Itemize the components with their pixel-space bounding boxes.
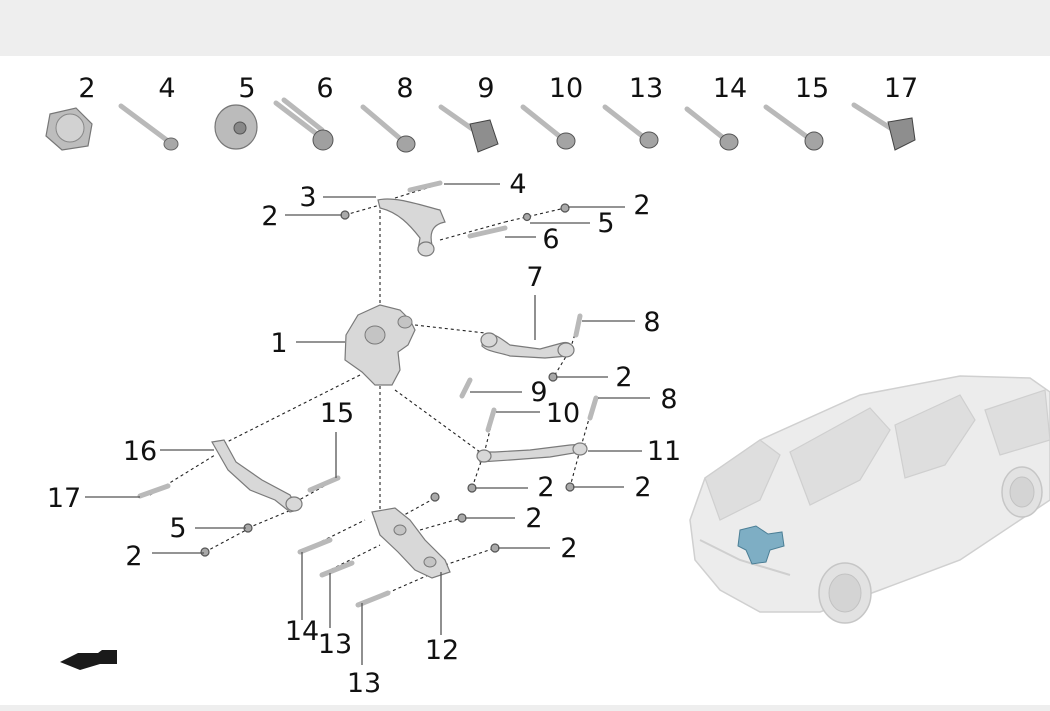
legend-label-4: 4 [158, 73, 175, 104]
legend-label-10: 10 [549, 73, 583, 104]
long-bolt-icon [684, 106, 739, 151]
callout-9: 9 [530, 377, 547, 408]
fastener-set [137, 180, 599, 608]
upper-control-arm [377, 198, 446, 257]
callout-4: 4 [509, 169, 526, 200]
callout-5: 5 [169, 513, 186, 544]
callout-6: 6 [542, 224, 559, 255]
callout-2: 2 [634, 472, 651, 503]
legend-label-14: 14 [713, 73, 747, 104]
callout-12: 12 [425, 635, 459, 666]
direction-arrow-icon [60, 650, 117, 670]
callout-13: 13 [347, 668, 381, 699]
plate-bolt-icon [438, 104, 499, 153]
callout-2: 2 [261, 201, 278, 232]
header-bar [0, 0, 1050, 56]
callout-labels: 3 2 4 2 5 6 7 8 1 2 9 8 15 10 16 11 17 2… [47, 169, 681, 699]
parts-legend-row: 2 4 5 6 8 9 10 13 14 15 17 [45, 73, 918, 153]
callout-2: 2 [633, 190, 650, 221]
highlighted-suspension-location [737, 525, 785, 565]
trailing-link-16 [211, 439, 303, 513]
callout-10: 10 [546, 398, 580, 429]
control-arm-11 [476, 442, 588, 463]
bolt-icon [118, 103, 179, 151]
legend-label-13: 13 [629, 73, 663, 104]
nut-icon [45, 107, 93, 151]
long-bolt-icon [602, 104, 659, 149]
callout-11: 11 [647, 436, 681, 467]
callout-15: 15 [320, 398, 354, 429]
callout-1: 1 [270, 328, 287, 359]
flange-bolt-icon [360, 104, 416, 153]
callout-8: 8 [660, 384, 677, 415]
legend-label-2: 2 [78, 73, 95, 104]
long-bolt-icon [763, 104, 824, 151]
callout-2: 2 [525, 503, 542, 534]
control-arm-7 [480, 332, 575, 359]
legend-label-9: 9 [477, 73, 494, 104]
callout-14: 14 [285, 616, 319, 647]
callout-2: 2 [537, 472, 554, 503]
wheel-carrier [344, 304, 416, 386]
callout-leaders [85, 183, 650, 665]
callout-2: 2 [560, 533, 577, 564]
callout-3: 3 [299, 182, 316, 213]
plate-bolt-icon [851, 102, 916, 151]
callout-2: 2 [615, 362, 632, 393]
vehicle-locator-illustration [689, 375, 1050, 624]
flange-bolt-icon [520, 104, 576, 150]
callout-17: 17 [47, 483, 81, 514]
legend-label-15: 15 [795, 73, 829, 104]
eccentric-bolt-icon [273, 97, 334, 151]
callout-16: 16 [123, 436, 157, 467]
callout-8: 8 [643, 307, 660, 338]
legend-label-8: 8 [396, 73, 413, 104]
legend-label-6: 6 [316, 73, 333, 104]
callout-7: 7 [526, 262, 543, 293]
callout-2: 2 [125, 541, 142, 572]
callout-13: 13 [318, 629, 352, 660]
washer-icon [214, 104, 258, 150]
legend-label-17: 17 [884, 73, 918, 104]
footer-bar [0, 705, 1050, 711]
legend-label-5: 5 [238, 73, 255, 104]
bracket-12 [371, 507, 451, 579]
assembly-dashed-lines [149, 183, 596, 606]
callout-5: 5 [597, 208, 614, 239]
